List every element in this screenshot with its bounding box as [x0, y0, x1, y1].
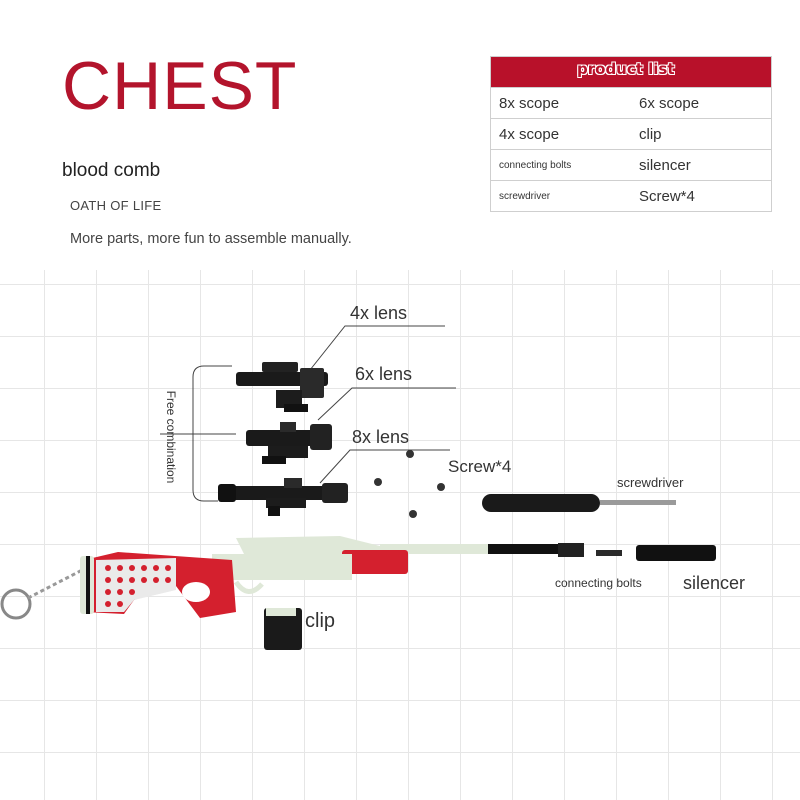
- product-name: blood comb: [62, 160, 161, 181]
- product-list-row: connecting bolts silencer: [491, 149, 771, 180]
- silencer-label: silencer: [683, 573, 746, 593]
- screwdriver-label: screwdriver: [617, 475, 684, 490]
- scope-4x-icon: [236, 362, 328, 412]
- clip-icon: [264, 608, 302, 650]
- lens-8x-label: 8x lens: [352, 427, 410, 447]
- product-list-header: product list: [491, 57, 771, 87]
- product-list-table: product list 8x scope 6x scope 4x scope …: [490, 56, 772, 212]
- product-list-cell: 4x scope: [499, 125, 560, 143]
- product-list-cell: connecting bolts: [499, 159, 572, 171]
- silencer-icon: [636, 545, 716, 561]
- screws-icon: [374, 450, 445, 518]
- product-list-cell: screwdriver: [499, 190, 551, 202]
- callout-lines: [309, 325, 456, 484]
- product-list-cell: Screw*4: [639, 187, 695, 205]
- screwdriver-icon: [482, 494, 676, 512]
- product-list-row: 4x scope clip: [491, 118, 771, 149]
- product-list-cell: 6x scope: [639, 94, 700, 112]
- connecting-bolts-icon: [596, 550, 622, 556]
- rifle-icon: [0, 536, 584, 620]
- product-list-cell: 8x scope: [499, 94, 560, 112]
- screws-label: Screw*4: [448, 457, 512, 476]
- brand-title: CHEST: [62, 48, 298, 124]
- lens-6x-label: 6x lens: [355, 364, 413, 384]
- grid-background: [0, 270, 800, 800]
- free-combination-bracket: [160, 365, 236, 502]
- product-list-cell: silencer: [639, 156, 691, 174]
- tagline: OATH OF LIFE: [70, 198, 162, 213]
- lens-4x-label: 4x lens: [350, 303, 408, 323]
- product-list-row: 8x scope 6x scope: [491, 87, 771, 118]
- product-list-row: screwdriver Screw*4: [491, 180, 771, 211]
- product-list-title: product list: [577, 60, 675, 78]
- connecting-bolts-label: connecting bolts: [555, 576, 642, 590]
- clip-label: clip: [305, 610, 336, 632]
- scope-6x-icon: [246, 422, 332, 464]
- scope-8x-icon: [218, 478, 348, 516]
- product-list-cell: clip: [639, 125, 662, 143]
- free-combination-label: Free combination: [164, 390, 178, 484]
- product-description: More parts, more fun to assemble manuall…: [70, 231, 352, 247]
